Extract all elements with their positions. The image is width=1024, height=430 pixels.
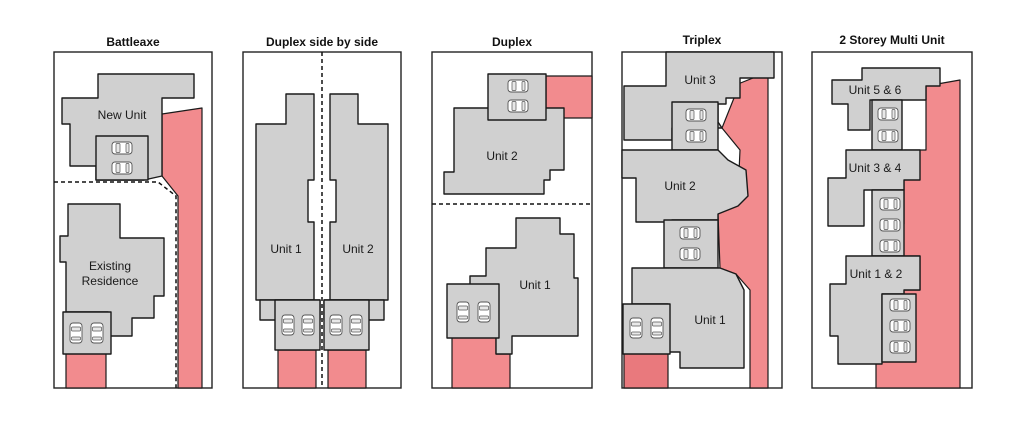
unit2-building (329, 93, 389, 301)
unit5-6-building (831, 67, 941, 131)
car-icon (877, 129, 899, 143)
car-icon (650, 317, 664, 339)
car-icon (349, 314, 363, 336)
unit2-building (621, 149, 749, 223)
unit1-garage (446, 283, 500, 339)
car-icon (877, 107, 899, 121)
unit1-driveway (277, 349, 317, 389)
unit3-4-label: Unit 3 & 4 (849, 161, 902, 175)
unit3-label: Unit 3 (684, 73, 716, 87)
unit1-2-building (829, 255, 921, 365)
car-icon (90, 322, 104, 344)
front-driveway (65, 351, 107, 389)
car-icon (301, 314, 315, 336)
car-icon (889, 340, 911, 354)
car-icon (477, 301, 491, 323)
panel-title: Triplex (683, 33, 722, 47)
unit2-label: Unit 2 (664, 179, 696, 193)
unit2-label: Unit 2 (486, 149, 518, 163)
car-icon (879, 197, 901, 211)
car-icon (111, 141, 133, 155)
panel-triplex: Triplex Unit 3 Unit 2 Unit 1 (621, 33, 783, 389)
panel-2-storey-multi-unit: 2 Storey Multi Unit Unit 5 & 6 Unit 3 & … (811, 33, 973, 389)
car-icon (889, 298, 911, 312)
car-icon (281, 314, 295, 336)
car-icon (879, 239, 901, 253)
panel-title: Duplex (492, 35, 532, 49)
unit1-label: Unit 1 (519, 278, 551, 292)
car-icon (679, 247, 701, 261)
panel-title: 2 Storey Multi Unit (839, 33, 944, 47)
car-icon (889, 319, 911, 333)
car-icon (679, 226, 701, 240)
new-unit-label: New Unit (98, 108, 147, 122)
unit5-6-label: Unit 5 & 6 (849, 83, 902, 97)
car-icon (111, 161, 133, 175)
car-icon (329, 314, 343, 336)
car-icon (456, 301, 470, 323)
car-icon (629, 317, 643, 339)
existing-residence-label-line1: Existing (89, 259, 131, 273)
panel-title: Battleaxe (106, 35, 160, 49)
subdivision-boundary (54, 181, 177, 388)
unit3-4-building (827, 149, 921, 227)
panel-duplex-side-by-side: Duplex side by side Unit 1 Unit 2 (242, 35, 402, 389)
panel-duplex: Duplex Unit 2 Unit 1 (431, 35, 593, 389)
car-icon (879, 218, 901, 232)
unit1-label: Unit 1 (694, 313, 726, 327)
car-icon (507, 99, 529, 113)
car-icon (685, 108, 707, 122)
unit2-building (443, 107, 565, 195)
car-icon (685, 129, 707, 143)
existing-residence-label-line2: Residence (82, 274, 139, 288)
unit5-6-carport (871, 99, 903, 151)
unit2-driveway (327, 349, 367, 389)
panel-title: Duplex side by side (266, 35, 378, 49)
unit1-label: Unit 1 (270, 242, 302, 256)
panel-battleaxe: Battleaxe New Unit Existing Residence (53, 35, 213, 389)
unit2-label: Unit 2 (342, 242, 374, 256)
unit1-building (255, 93, 315, 301)
front-driveway (623, 351, 669, 389)
unit1-2-label: Unit 1 & 2 (850, 267, 903, 281)
car-icon (69, 322, 83, 344)
car-icon (507, 79, 529, 93)
existing-residence-building (59, 203, 165, 337)
